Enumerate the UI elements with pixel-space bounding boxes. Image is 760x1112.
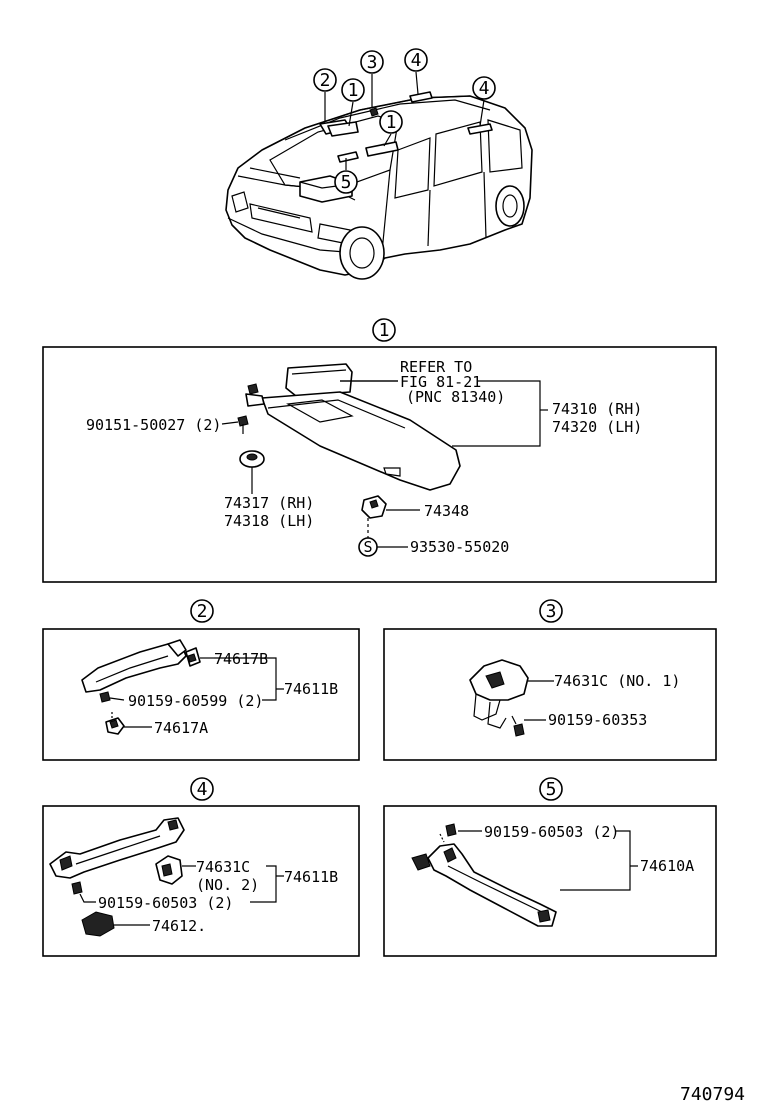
section-3-frame xyxy=(383,628,717,761)
svg-text:4: 4 xyxy=(197,779,208,800)
svg-text:3: 3 xyxy=(546,601,557,622)
svg-text:2: 2 xyxy=(197,601,208,622)
section-1-frame xyxy=(42,346,717,583)
screw-90159-60503-s4-label: 90159-60503 (2) xyxy=(98,894,233,912)
coat-hook-2-label-line1: 74631C xyxy=(196,858,250,876)
section-4-frame xyxy=(42,805,360,957)
coat-hook-2-icon xyxy=(155,855,183,885)
section-3-callout: 3 xyxy=(539,599,563,623)
visor-lh-label: 74320 (LH) xyxy=(552,418,642,436)
pnc-ref-label: (PNC 81340) xyxy=(406,388,505,406)
screw-90159-60599-icon xyxy=(99,691,125,703)
holder-lh-label: 74318 (LH) xyxy=(224,512,314,530)
cap-74617b-icon xyxy=(185,647,214,667)
coat-hook-2-label-line2: (NO. 2) xyxy=(196,876,259,894)
grip-handle-2-illustration xyxy=(81,639,187,693)
coat-hook-1-label: 74631C (NO. 1) xyxy=(554,672,680,690)
cap-74617a-icon xyxy=(105,712,152,735)
standard-part-s-icon: S xyxy=(358,537,408,557)
cap-74612-icon xyxy=(81,911,150,937)
overview-callout-4a: 4 xyxy=(404,48,428,72)
cap-74617b-label: 74617B xyxy=(214,650,268,668)
grip-74610a-label: 74610A xyxy=(640,857,694,875)
screw-90159-60599-label: 90159-60599 (2) xyxy=(128,692,263,710)
section-1-callout: 1 xyxy=(372,318,396,342)
overview-callout-4b: 4 xyxy=(472,76,496,100)
screw-90159-60353-label: 90159-60353 xyxy=(548,711,647,729)
svg-text:S: S xyxy=(363,538,372,556)
section-5-frame xyxy=(383,805,717,957)
coat-hook-1-illustration xyxy=(469,659,529,729)
svg-text:2: 2 xyxy=(320,70,331,91)
section-4-callout: 4 xyxy=(190,777,214,801)
std-part-label: 93530-55020 xyxy=(410,538,509,556)
overview-callout-1a: 1 xyxy=(341,78,365,102)
figure-number: 740794 xyxy=(680,1084,745,1105)
screw-90159-60353-icon xyxy=(511,715,525,737)
sun-visor-illustration xyxy=(245,363,461,491)
svg-text:5: 5 xyxy=(546,779,557,800)
screw-90159-60503-s4-icon xyxy=(71,881,96,903)
screw-90159-60503-s5-icon xyxy=(439,823,457,843)
svg-text:3: 3 xyxy=(367,52,378,73)
overview-callout-3: 3 xyxy=(360,50,384,74)
svg-text:1: 1 xyxy=(386,112,397,133)
visor-clip-icon xyxy=(361,495,420,540)
visor-rh-label: 74310 (RH) xyxy=(552,400,642,418)
refer-to-label: REFER TO xyxy=(400,358,472,376)
screw-90159-60503-s5-label: 90159-60503 (2) xyxy=(484,823,619,841)
grip-74611b-label: 74611B xyxy=(284,680,338,698)
svg-text:4: 4 xyxy=(479,78,490,99)
screw-90151-label: 90151-50027 (2) xyxy=(86,416,221,434)
svg-text:4: 4 xyxy=(411,50,422,71)
overview-callout-2: 2 xyxy=(313,68,337,92)
section-2-frame xyxy=(42,628,360,761)
overview-callout-5: 5 xyxy=(334,170,358,194)
clip-74348-label: 74348 xyxy=(424,502,469,520)
svg-text:5: 5 xyxy=(341,172,352,193)
fig-ref-label: FIG 81-21 xyxy=(400,373,481,391)
svg-text:1: 1 xyxy=(348,80,359,101)
overview-callout-1b: 1 xyxy=(379,110,403,134)
cap-74617a-label: 74617A xyxy=(154,719,208,737)
van-illustration xyxy=(225,71,533,280)
section-2-callout: 2 xyxy=(190,599,214,623)
visor-holder-icon xyxy=(239,450,265,494)
screw-90151-icon xyxy=(237,415,249,434)
grip-74611b-s4-label: 74611B xyxy=(284,868,338,886)
cap-74612-label: 74612. xyxy=(152,917,206,935)
grip-handle-4-illustration xyxy=(49,817,185,879)
section-5-callout: 5 xyxy=(539,777,563,801)
grip-handle-5-illustration xyxy=(411,843,557,927)
svg-text:1: 1 xyxy=(379,320,390,341)
holder-rh-label: 74317 (RH) xyxy=(224,494,314,512)
